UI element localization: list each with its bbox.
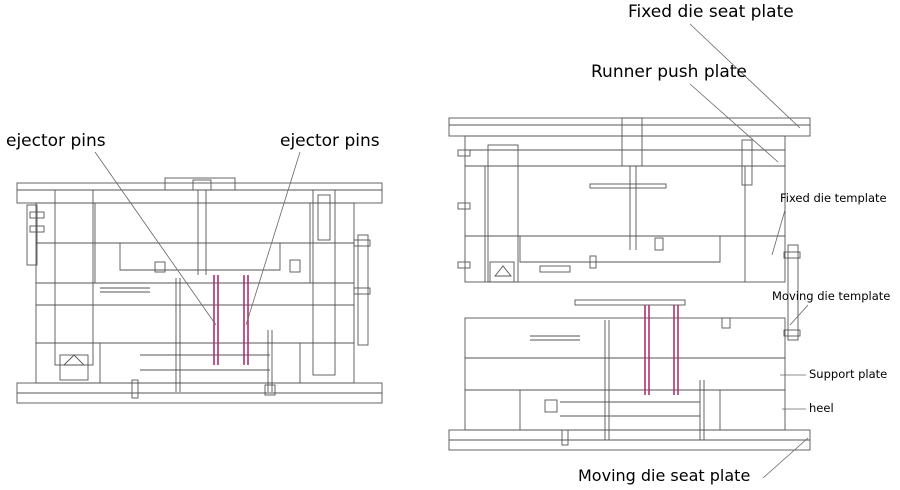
runner-push-plate-label: Runner push plate xyxy=(591,62,747,82)
highlighted-ejector-pins xyxy=(213,275,679,395)
fixed-die-template-label: Fixed die template xyxy=(780,191,887,205)
moving-die-template-label: Moving die template xyxy=(772,289,891,303)
support-plate-label: Support plate xyxy=(809,367,888,381)
ejector-pins-label-left: ejector pins xyxy=(6,131,106,151)
fixed-die-seat-plate-label: Fixed die seat plate xyxy=(628,2,794,22)
leader-lines xyxy=(94,23,809,479)
heel-label: heel xyxy=(809,401,834,415)
closed-mold-assembly xyxy=(16,177,383,404)
open-mold-assembly xyxy=(448,117,811,451)
moving-die-seat-plate-label: Moving die seat plate xyxy=(578,466,751,485)
ejector-pins-label-right: ejector pins xyxy=(280,131,380,151)
